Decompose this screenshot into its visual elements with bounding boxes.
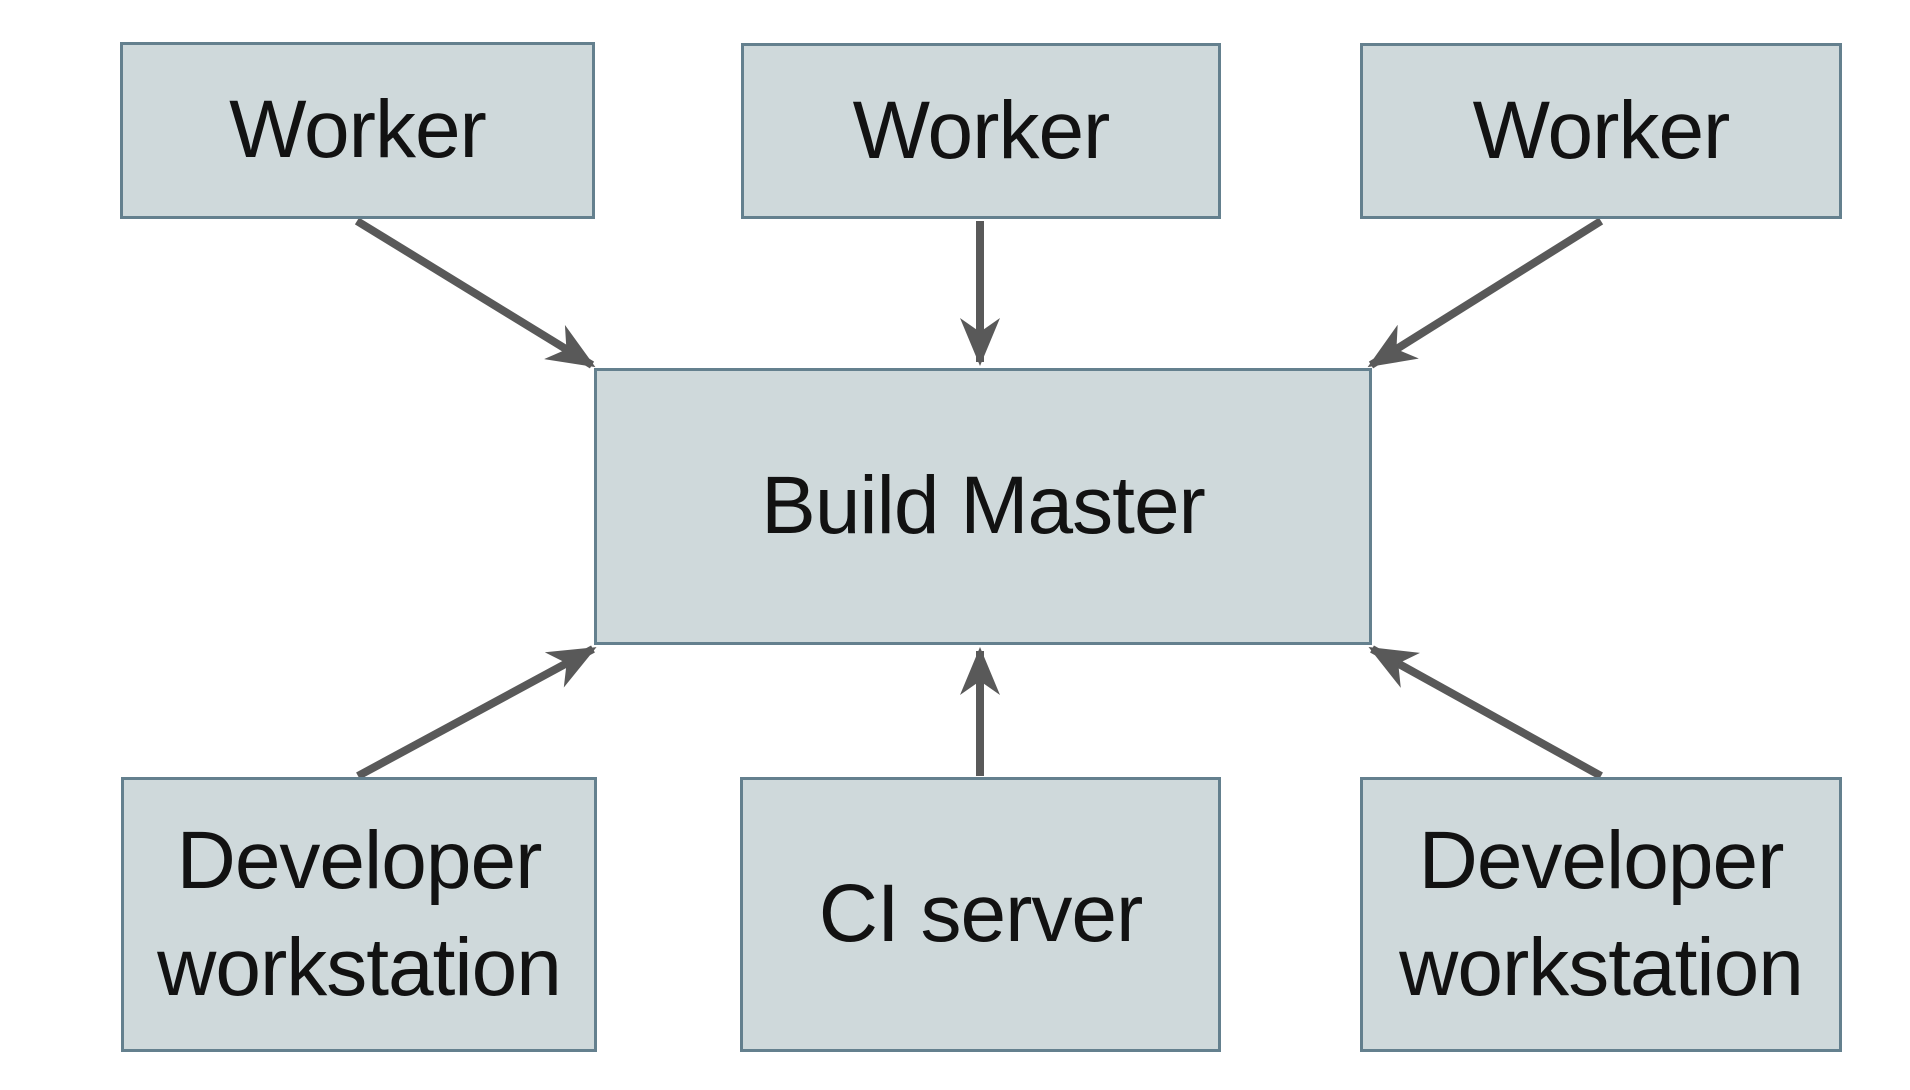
node-worker-2-label: Worker [852, 84, 1111, 176]
node-ci-server: CI server [740, 777, 1221, 1052]
node-build-master-label: Build Master [761, 460, 1206, 552]
node-ci-server-label: CI server [818, 868, 1144, 960]
node-worker-3: Worker [1360, 43, 1842, 219]
node-developer-workstation-1-label: Developer workstation [157, 814, 562, 1013]
node-developer-workstation-2-label: Developer workstation [1399, 814, 1804, 1013]
node-developer-workstation-2: Developer workstation [1360, 777, 1842, 1052]
arrow-dev-workstation-2-to-build-master [1368, 645, 1603, 780]
arrow-worker-1-to-build-master [354, 217, 596, 369]
node-developer-workstation-1: Developer workstation [121, 777, 597, 1052]
node-build-master: Build Master [594, 368, 1372, 645]
arrow-dev-workstation-1-to-build-master [356, 645, 597, 780]
node-worker-1-label: Worker [229, 84, 487, 176]
arrow-worker-3-to-build-master [1367, 217, 1604, 369]
node-worker-2: Worker [741, 43, 1221, 219]
node-worker-3-label: Worker [1472, 84, 1731, 176]
node-worker-1: Worker [120, 42, 595, 219]
